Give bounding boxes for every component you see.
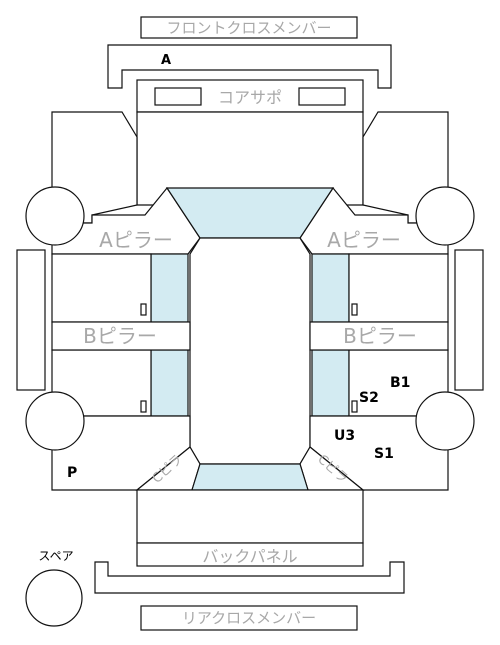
b-pillar-right-label: Bピラー	[343, 324, 417, 348]
front-cross-member-label: フロントクロスメンバー	[166, 19, 331, 37]
wheel-front-right[interactable]	[415, 186, 475, 246]
marker-s1: S1	[374, 446, 394, 462]
roof[interactable]	[189, 237, 311, 465]
door-handle-rear-left	[140, 400, 147, 413]
wheel-front-left[interactable]	[25, 186, 85, 246]
side-sill-right[interactable]	[454, 249, 484, 391]
back-panel-label: バックパネル	[202, 547, 297, 566]
trunk-lid[interactable]	[136, 489, 364, 544]
core-support-label: コアサポ	[218, 88, 282, 107]
b-pillar-left[interactable]: Bピラー	[51, 321, 191, 351]
marker-b1: B1	[390, 375, 410, 391]
rear-cross-member-label: リアクロスメンバー	[182, 609, 316, 627]
marker-u3: U3	[334, 428, 355, 444]
marker-s2: S2	[359, 390, 379, 406]
side-window-front-right[interactable]	[311, 253, 350, 323]
rear-bumper-reinforcement[interactable]	[94, 561, 405, 594]
side-window-rear-left[interactable]	[150, 349, 189, 417]
front-door-left[interactable]	[51, 253, 152, 323]
marker-a: A	[161, 53, 171, 68]
spare-tire-label: スペア	[38, 549, 73, 563]
marker-p: P	[67, 465, 77, 481]
c-pillar-left[interactable]: Cピラ	[135, 446, 201, 491]
side-window-front-left[interactable]	[150, 253, 189, 323]
core-support[interactable]: コアサポ	[136, 79, 364, 113]
a-pillar-left-label: Aピラー	[99, 228, 173, 252]
door-handle-front-right	[351, 303, 358, 316]
side-window-rear-right[interactable]	[311, 349, 350, 417]
side-sill-left[interactable]	[16, 249, 46, 391]
front-cross-member[interactable]: フロントクロスメンバー	[140, 16, 358, 39]
core-support-right-opening	[298, 87, 346, 106]
a-pillar-right-label: Aピラー	[327, 228, 401, 252]
b-pillar-right[interactable]: Bピラー	[309, 321, 449, 351]
rear-cross-member[interactable]: リアクロスメンバー	[140, 605, 358, 631]
back-panel[interactable]: バックパネル	[136, 542, 364, 567]
core-support-left-opening	[154, 87, 202, 106]
wheel-rear-left[interactable]	[25, 391, 85, 451]
door-handle-front-left	[140, 303, 147, 316]
front-door-right[interactable]	[348, 253, 449, 323]
front-bumper-reinforcement[interactable]	[107, 44, 392, 89]
rear-window[interactable]	[191, 463, 309, 491]
door-handle-rear-right	[351, 400, 358, 413]
wheel-rear-right[interactable]	[415, 391, 475, 451]
b-pillar-left-label: Bピラー	[83, 324, 157, 348]
spare-tire[interactable]	[25, 569, 83, 627]
